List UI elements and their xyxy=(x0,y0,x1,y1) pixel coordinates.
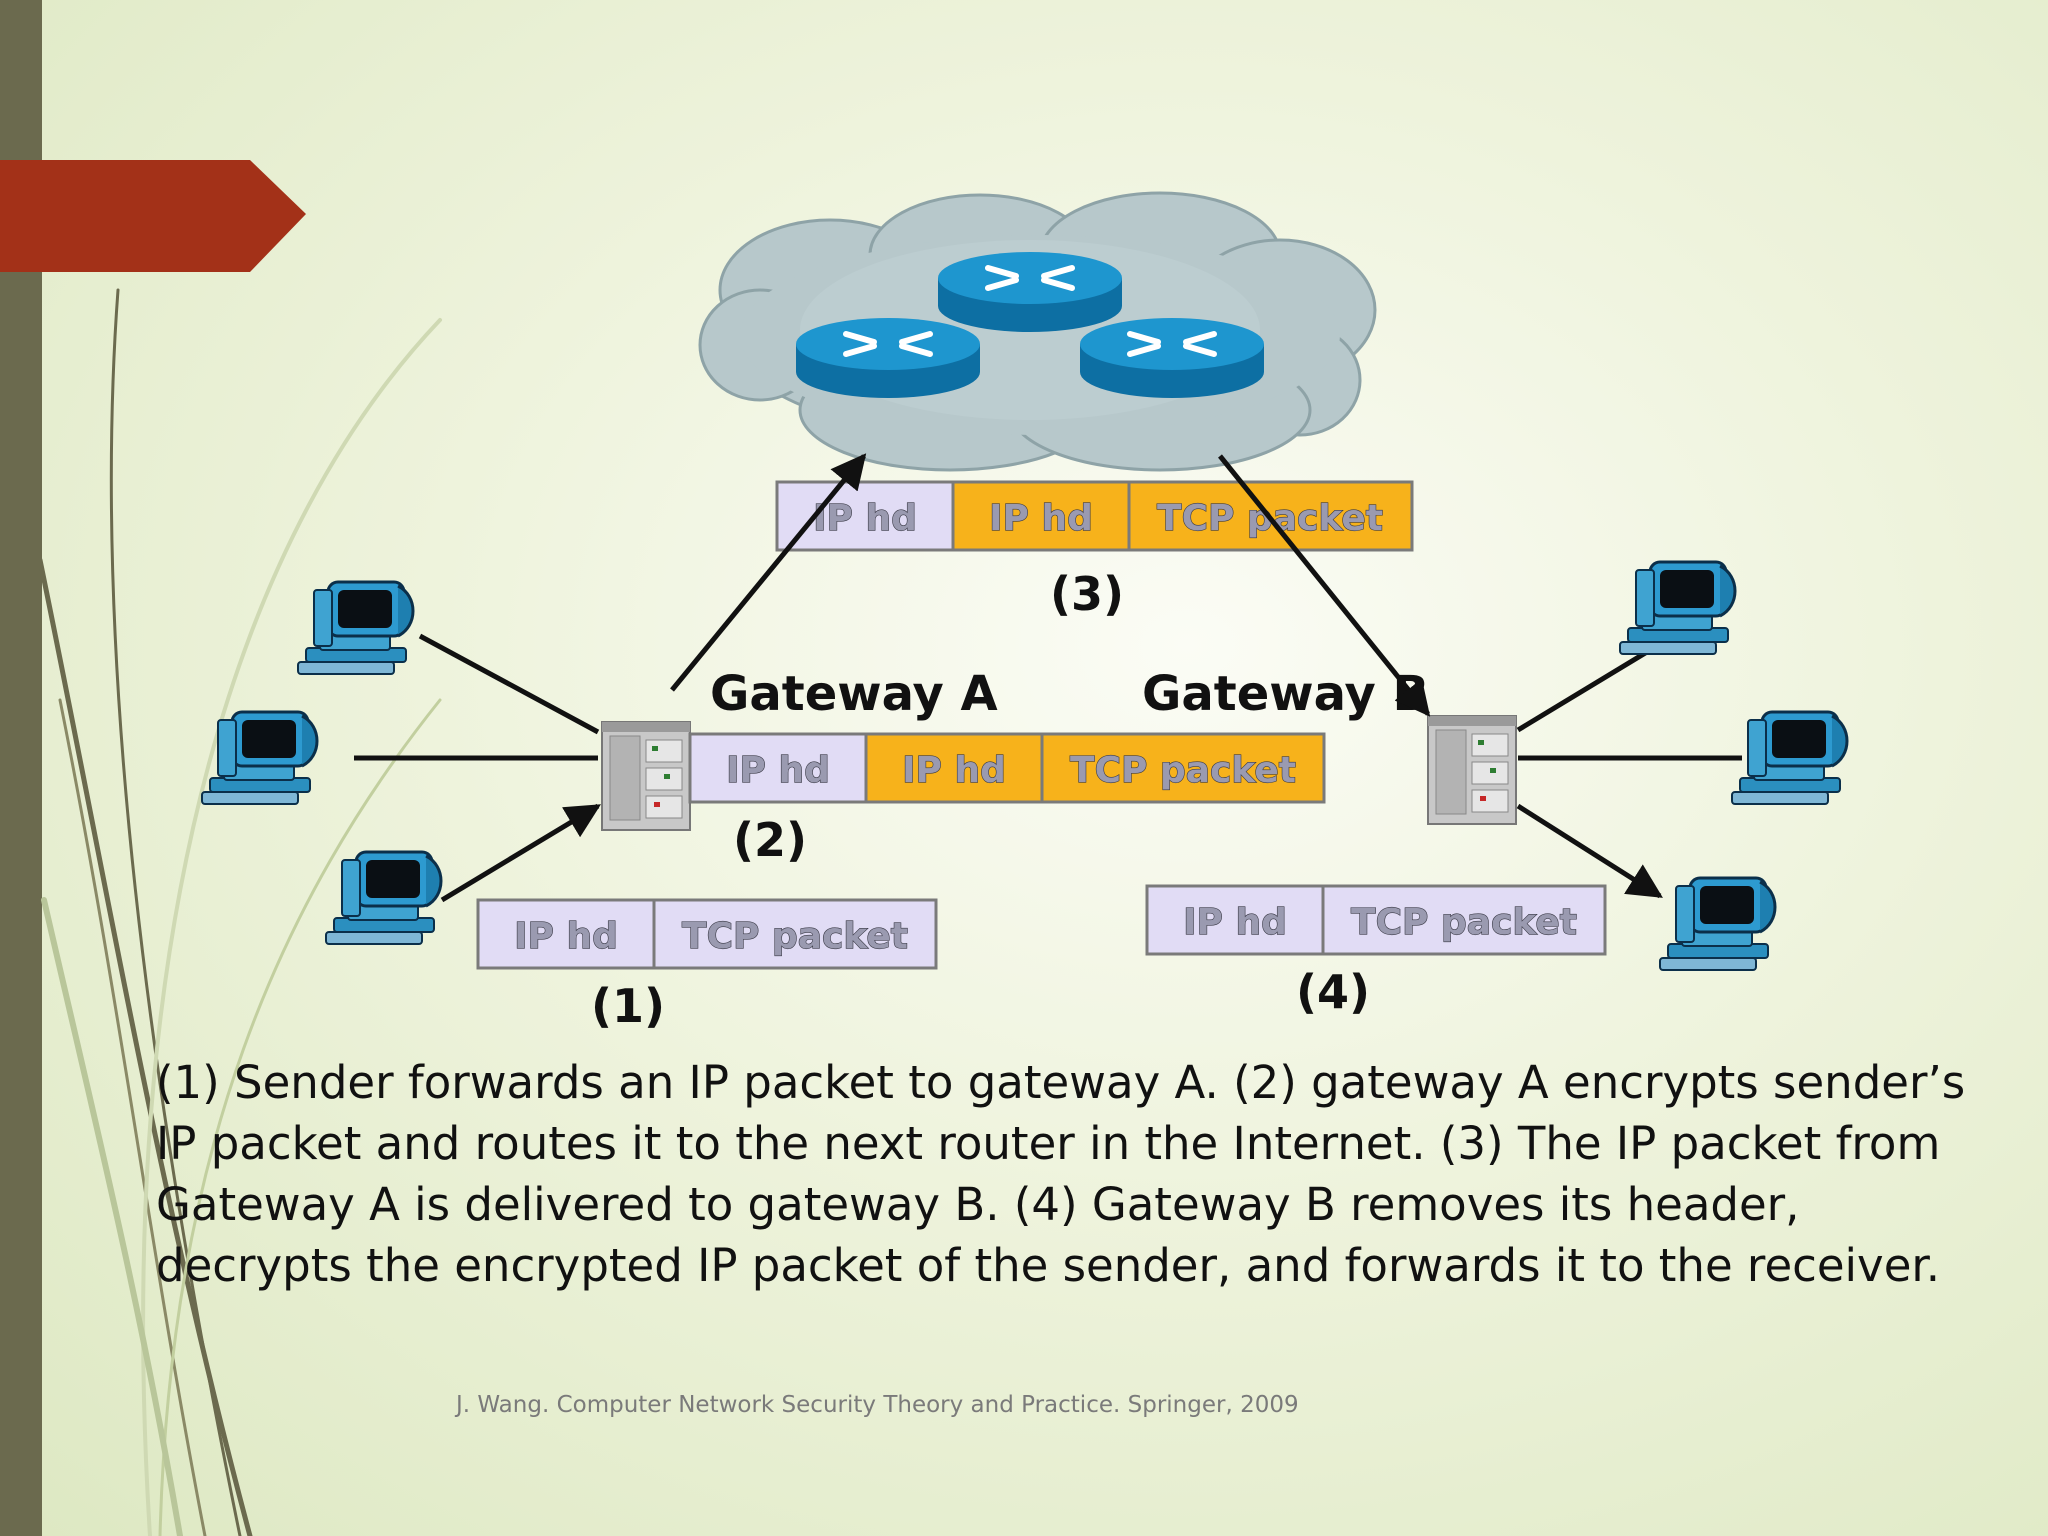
step4-cell-1: IP hd xyxy=(1183,902,1287,943)
computer-icon xyxy=(324,850,443,946)
packet-step3: IP hd IP hd TCP packet xyxy=(775,480,1414,552)
step3-cell-1: IP hd xyxy=(813,498,917,539)
router-icon xyxy=(796,318,980,398)
router-icon xyxy=(1080,318,1264,398)
packet-step1: IP hd TCP packet xyxy=(476,898,938,970)
router-icon xyxy=(938,252,1122,332)
arrow-gateway-b-to-host3 xyxy=(1516,803,1663,899)
step3-number: (3) xyxy=(1050,567,1124,621)
accent-tab xyxy=(0,160,306,272)
step2-cell-1: IP hd xyxy=(726,750,830,791)
step2-number: (2) xyxy=(733,813,807,867)
computer-icon xyxy=(1730,710,1849,806)
step4-number: (4) xyxy=(1296,965,1370,1019)
decorative-swooshes xyxy=(37,288,442,1536)
step1-number: (1) xyxy=(591,979,665,1033)
computer-icon xyxy=(1658,876,1777,972)
computer-icon xyxy=(296,580,415,676)
gateway-a-label: Gateway A xyxy=(710,666,998,722)
step1-cell-1: IP hd xyxy=(514,916,618,957)
arrow-cloud-to-gateway-b xyxy=(1218,454,1431,717)
arrow-gateway-a-to-cloud xyxy=(670,453,867,692)
step2-cell-2: IP hd xyxy=(902,750,1006,791)
slide-citation: J. Wang. Computer Network Security Theor… xyxy=(456,1392,1299,1418)
step3-cell-2: IP hd xyxy=(989,498,1093,539)
gateway-b-label: Gateway B xyxy=(1142,666,1429,722)
gateway-b-server-icon xyxy=(1427,715,1517,825)
packet-step4: IP hd TCP packet xyxy=(1145,884,1607,956)
gateway-a-server-icon xyxy=(601,721,691,831)
step1-cell-2: TCP packet xyxy=(682,916,908,957)
step2-cell-3: TCP packet xyxy=(1070,750,1296,791)
computer-icon xyxy=(1618,560,1737,656)
slide-caption: (1) Sender forwards an IP packet to gate… xyxy=(156,1056,1966,1292)
arrow-host1-to-gateway-a xyxy=(418,633,600,735)
computer-icon xyxy=(200,710,319,806)
arrow-host3-to-gateway-a xyxy=(440,803,601,903)
step4-cell-2: TCP packet xyxy=(1351,902,1577,943)
packet-step2: IP hd IP hd TCP packet xyxy=(688,732,1326,804)
